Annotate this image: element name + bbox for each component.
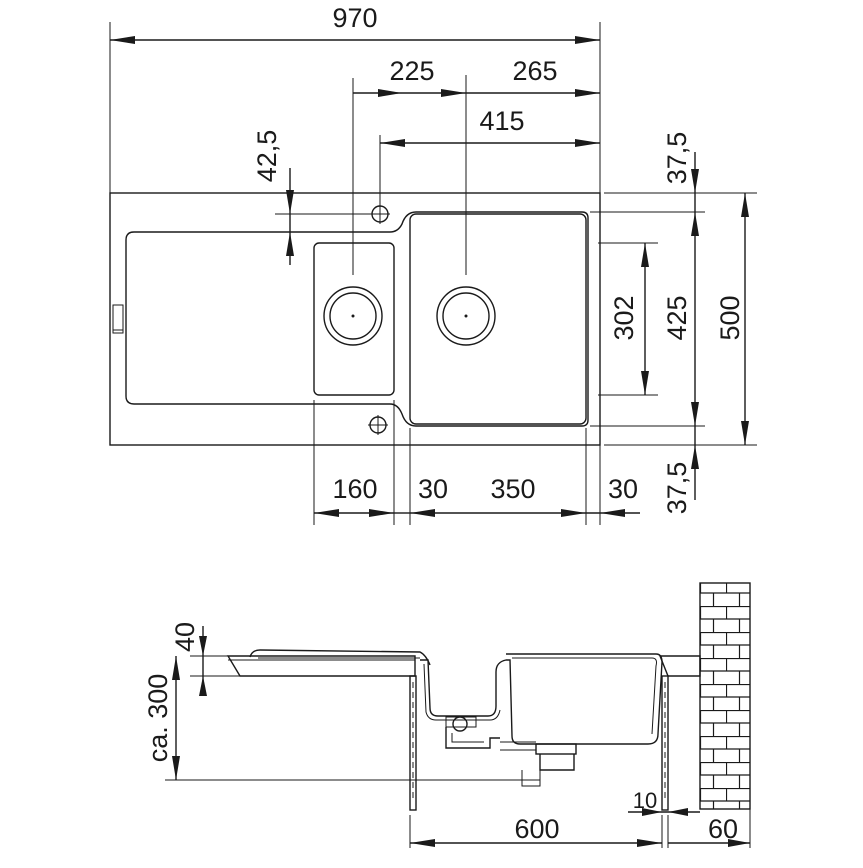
large-bowl — [409, 213, 587, 425]
dim-bowl-depth: 302 — [609, 295, 639, 340]
dim-overall-depth: 500 — [715, 295, 745, 340]
dim-rim-height: 40 — [170, 622, 200, 652]
top-view: 970 225 265 415 42,5 37,5 302 425 500 37… — [109, 3, 757, 525]
brick-wall — [699, 582, 751, 810]
drainboard-end-slot — [112, 304, 124, 334]
small-drain-assembly — [445, 716, 500, 749]
cabinet-panel-left — [409, 675, 417, 811]
tap-hole-top-icon — [370, 204, 390, 224]
tap-hole-bottom-icon — [368, 415, 388, 435]
countertop-right — [658, 655, 701, 677]
dim-wall-offset: 60 — [708, 814, 738, 844]
side-view: 40 ca. 300 10 600 60 — [143, 582, 751, 848]
small-bowl-drain — [323, 286, 383, 346]
drainboard-outline — [125, 211, 589, 427]
dim-tap-hole-offset: 415 — [479, 106, 524, 136]
dim-small-bowl-offset: 225 — [389, 56, 434, 86]
dim-tap-hole-edge: 42,5 — [252, 130, 282, 183]
cabinet-panel-right — [661, 675, 669, 811]
dim-top-margin: 37,5 — [662, 132, 692, 185]
dim-gap-right: 30 — [608, 474, 638, 504]
dim-installation-depth: ca. 300 — [143, 674, 173, 763]
large-bowl-drain — [436, 286, 496, 346]
small-bowl — [313, 242, 395, 396]
dim-overall-width: 970 — [332, 3, 377, 33]
dim-panel-thickness: 10 — [633, 788, 657, 813]
countertop-left — [226, 655, 416, 677]
dim-gap-left: 30 — [418, 474, 448, 504]
large-bowl-profile — [506, 653, 663, 745]
dim-inner-depth: 425 — [662, 295, 692, 340]
dim-cabinet-width: 600 — [514, 814, 559, 844]
dim-large-bowl-width: 350 — [490, 474, 535, 504]
dim-small-bowl-width: 160 — [332, 474, 377, 504]
small-bowl-profile — [420, 659, 521, 745]
large-drain-assembly — [500, 741, 577, 787]
dim-bottom-margin: 37,5 — [662, 462, 692, 515]
dim-large-bowl-offset: 265 — [512, 56, 557, 86]
sink-outline — [109, 192, 601, 446]
